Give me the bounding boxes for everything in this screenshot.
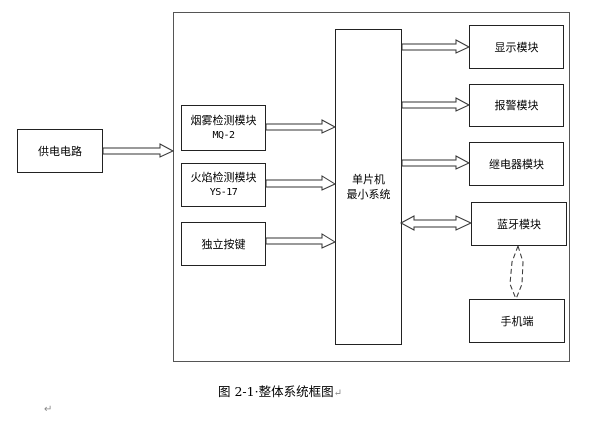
phone-block: 手机端 bbox=[469, 299, 565, 343]
display-module-block: 显示模块 bbox=[469, 25, 564, 69]
power-supply-block: 供电电路 bbox=[17, 129, 103, 173]
alarm-module-block: 报警模块 bbox=[469, 84, 564, 127]
key-block: 独立按键 bbox=[181, 222, 266, 266]
smoke-sensor-block: 烟雾检测模块 MQ-2 bbox=[181, 105, 266, 151]
system-boundary-frame bbox=[173, 12, 570, 362]
phone-label: 手机端 bbox=[500, 314, 534, 328]
mcu-label-line1: 单片机 bbox=[352, 173, 385, 186]
flame-sensor-block: 火焰检测模块 YS-17 bbox=[181, 163, 266, 207]
mcu-label-line2: 最小系统 bbox=[346, 188, 391, 201]
smoke-sensor-model: MQ-2 bbox=[212, 130, 235, 141]
relay-module-block: 继电器模块 bbox=[469, 142, 564, 186]
caption-return-mark: ↵ bbox=[333, 388, 342, 399]
alarm-module-label: 报警模块 bbox=[494, 99, 539, 112]
mcu-block: 单片机 最小系统 bbox=[335, 29, 402, 345]
figure-caption: 图 2-1·整体系统框图↵ bbox=[218, 381, 342, 400]
bluetooth-module-label: 蓝牙模块 bbox=[497, 217, 541, 231]
smoke-sensor-label: 烟雾检测模块 bbox=[190, 114, 257, 127]
relay-module-label: 继电器模块 bbox=[489, 157, 544, 171]
paragraph-mark: ↵ bbox=[44, 404, 53, 415]
power-supply-label: 供电电路 bbox=[38, 144, 82, 158]
flame-sensor-model: YS-17 bbox=[209, 187, 238, 198]
display-module-label: 显示模块 bbox=[494, 40, 539, 54]
figure-caption-text: 图 2-1·整体系统框图 bbox=[218, 384, 334, 399]
key-label: 独立按键 bbox=[201, 237, 246, 251]
arrow-power-to-system bbox=[102, 143, 175, 158]
flame-sensor-label: 火焰检测模块 bbox=[190, 171, 257, 184]
bluetooth-module-block: 蓝牙模块 bbox=[471, 202, 567, 246]
